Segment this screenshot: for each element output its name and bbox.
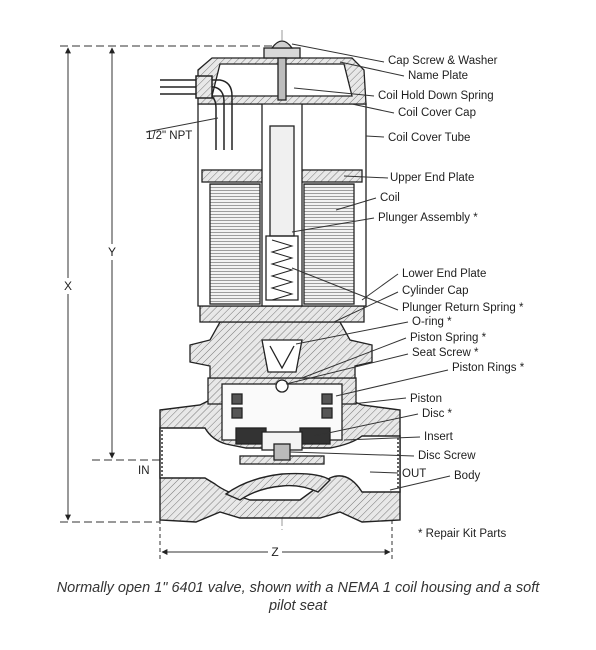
label-disc: Disc * [422,408,453,420]
cylinder-cap [189,321,373,393]
label-piston-rings: Piston Rings * [452,362,525,374]
label-insert: Insert [424,431,454,443]
dimension-z-label: Z [271,545,278,559]
label-disc-screw: Disc Screw [418,450,476,462]
label-piston: Piston [410,393,442,405]
coil-housing [197,69,367,307]
label-coil-cover-cap: Coil Cover Cap [398,107,476,119]
leader-lines [145,43,451,491]
label-repair-kit-parts: * Repair Kit Parts [418,528,506,540]
label-o-ring: O-ring * [412,316,452,328]
label-npt: 1/2" NPT [146,130,192,142]
label-name-plate: Name Plate [408,70,468,82]
dimension-y-label: Y [108,245,116,259]
dimension-x: X [61,278,75,294]
dimension-x-label: X [64,279,72,293]
label-lower-end-plate: Lower End Plate [402,268,486,280]
caption-line-2: pilot seat [268,598,328,614]
label-seat-screw: Seat Screw * [412,347,479,359]
label-cylinder-cap: Cylinder Cap [402,285,468,297]
dimension-y: Y [105,244,119,260]
label-out: OUT [402,468,426,480]
label-coil: Coil [380,192,400,204]
conduit-wires [160,75,233,150]
label-in: IN [138,465,150,477]
caption-line-1: Normally open 1" 6401 valve, shown with … [56,580,540,596]
label-coil-hold-down-spring: Coil Hold Down Spring [378,90,494,102]
label-body: Body [454,470,480,482]
dimension-z: Z [268,544,282,560]
label-coil-cover-tube: Coil Cover Tube [388,132,470,144]
label-plunger-assembly: Plunger Assembly * [378,212,478,224]
label-piston-spring: Piston Spring * [410,332,487,344]
label-cap-screw-washer: Cap Screw & Washer [388,55,498,67]
label-plunger-return-spring: Plunger Return Spring * [402,302,524,314]
coil-cover-cap [197,40,367,105]
label-upper-end-plate: Upper End Plate [390,172,474,184]
callout-labels: Cap Screw & Washer Name Plate Coil Hold … [138,55,525,540]
